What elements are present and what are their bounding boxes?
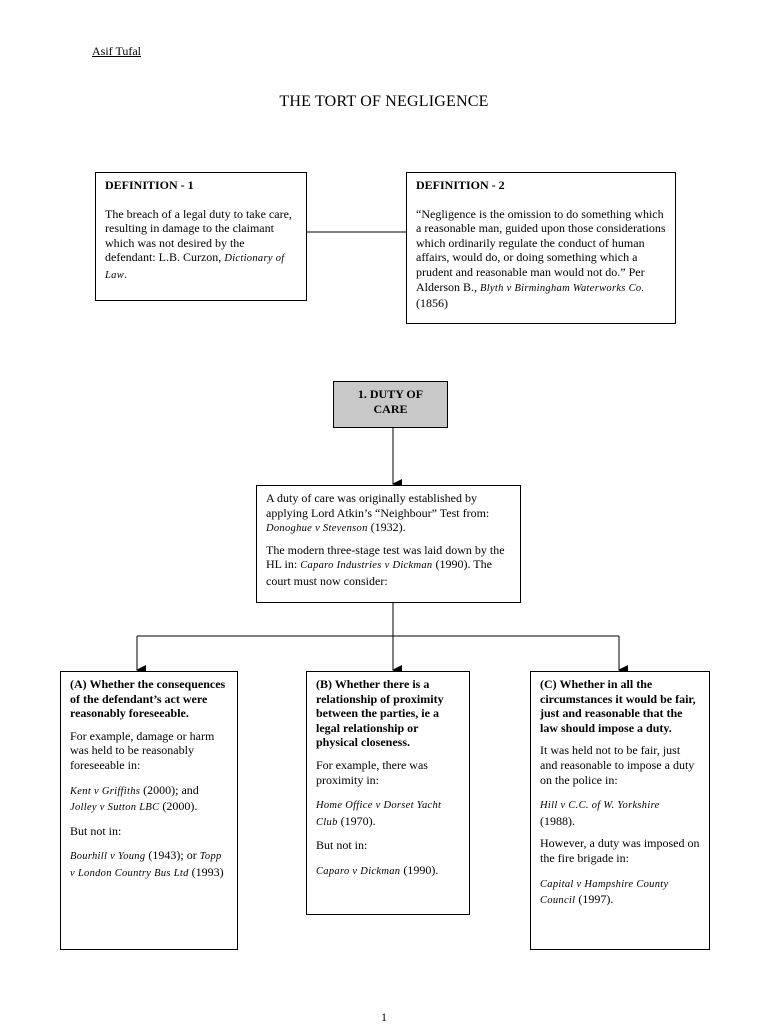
definition-1-box: DEFINITION - 1 The breach of a legal dut…: [95, 172, 307, 301]
test-c-fire-cases: Capital v Hampshire County Council (1997…: [540, 878, 669, 907]
test-a-box: (A) Whether the consequences of the defe…: [60, 671, 238, 950]
test-a-example: For example, damage or harm was held to …: [70, 728, 215, 772]
definition-1-text: The breach of a legal duty to take care,…: [105, 206, 292, 281]
author-name: Asif Tufal: [92, 44, 142, 58]
test-b-counter-cases: Caparo v Dickman (1990).: [316, 862, 439, 877]
duty-of-care-line1: 1. DUTY OF: [357, 387, 424, 401]
page-title: THE TORT OF NEGLIGENCE: [279, 93, 489, 110]
test-b-cases: Home Office v Dorset Yacht Club (1970).: [316, 800, 442, 828]
test-c-heading: (C) Whether in all the circumstances it …: [540, 677, 696, 735]
test-b-box: (B) Whether there is a relationship of p…: [306, 671, 470, 915]
duty-of-care-box: 1. DUTY OF CARE: [333, 381, 448, 428]
duty-origin-paragraph-2: The modern three-stage test was laid dow…: [266, 542, 505, 588]
definition-2-heading: DEFINITION - 2: [416, 178, 505, 192]
test-c-example: It was held not to be fair, just and rea…: [540, 743, 695, 787]
test-a-cases: Kent v Griffiths (2000); and Jolley v Su…: [70, 782, 199, 814]
test-a-counter-cases: Bourhill v Young (1943); or Topp v Londo…: [70, 848, 224, 879]
definition-2-text: “Negligence is the omission to do someth…: [416, 206, 666, 311]
definition-1-source: Dictionary of Law: [105, 253, 285, 281]
definition-2-source: Blyth v Birmingham Waterworks Co.: [480, 282, 645, 294]
test-a-heading: (A) Whether the consequences of the defe…: [70, 677, 226, 721]
test-b-example: For example, there was proximity in:: [316, 757, 428, 787]
definition-1-heading: DEFINITION - 1: [105, 178, 194, 192]
duty-of-care-line2: CARE: [373, 401, 408, 416]
test-c-cases: Hill v C.C. of W. Yorkshire (1988).: [540, 800, 660, 828]
definition-2-box: DEFINITION - 2 “Negligence is the omissi…: [406, 172, 676, 324]
test-c-box: (C) Whether in all the circumstances it …: [530, 671, 710, 950]
duty-origin-box: A duty of care was originally establishe…: [256, 485, 521, 603]
test-c-however: However, a duty was imposed on the fire …: [540, 836, 700, 865]
page-number: 1: [381, 1010, 387, 1024]
test-a-but: But not in:: [70, 823, 122, 838]
donoghue-case: Donoghue v Stevenson: [266, 523, 368, 535]
test-b-but: But not in:: [316, 838, 368, 853]
caparo-case: Caparo Industries v Dickman: [300, 560, 433, 572]
test-b-heading: (B) Whether there is a relationship of p…: [316, 677, 444, 750]
duty-origin-paragraph-1: A duty of care was originally establishe…: [266, 491, 490, 535]
